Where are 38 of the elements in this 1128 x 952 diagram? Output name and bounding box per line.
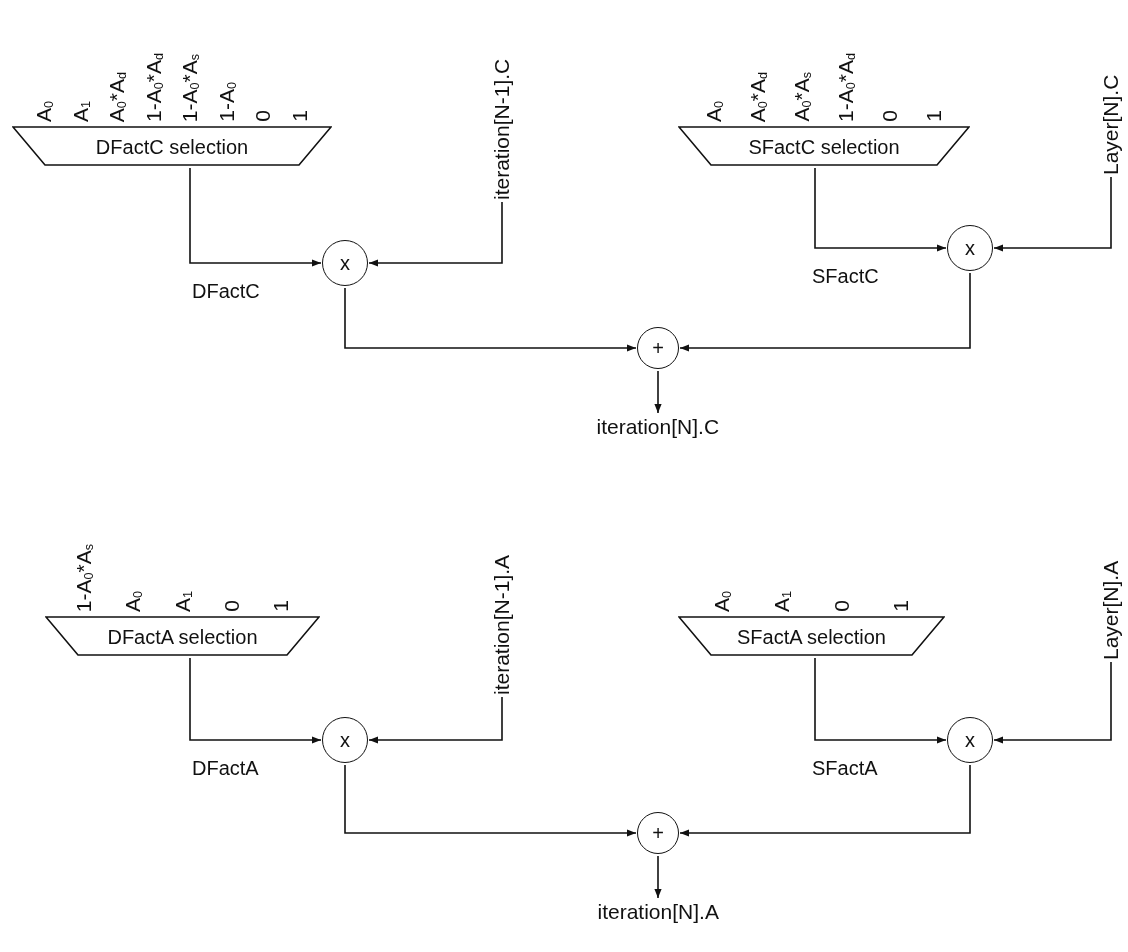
input-label: 0	[878, 110, 903, 122]
arrow	[654, 370, 662, 414]
input-label: 1	[889, 600, 914, 612]
arrow	[814, 657, 947, 744]
input-label: 0	[220, 600, 245, 612]
arrow	[344, 764, 637, 837]
signal-label: iteration[N-1].C	[490, 0, 514, 200]
operator-circle: x	[947, 225, 993, 271]
input-label: 0	[829, 600, 854, 612]
arrow	[189, 167, 322, 267]
signal-label: Layer[N].A	[1099, 520, 1123, 660]
arrow	[993, 661, 1112, 744]
signal-label: Layer[N].C	[1099, 0, 1123, 175]
arrow	[368, 696, 503, 744]
operator-circle: x	[947, 717, 993, 763]
signal-label: iteration[N].A	[597, 900, 719, 924]
selection-label: DFactC selection	[95, 136, 249, 159]
input-label: 1	[287, 110, 312, 122]
arrow	[679, 272, 971, 352]
arrow	[344, 287, 637, 352]
arrow	[993, 176, 1112, 252]
arrow	[814, 167, 947, 252]
arrow	[654, 855, 662, 899]
operator-circle: x	[322, 240, 368, 286]
input-label: 1	[269, 600, 294, 612]
input-label: 1	[922, 110, 947, 122]
arrow	[368, 201, 503, 267]
operator-circle: x	[322, 717, 368, 763]
selection-label: SFactA selection	[737, 626, 886, 649]
input-label: 0	[251, 110, 276, 122]
operator-circle: +	[637, 327, 679, 369]
operator-circle: +	[637, 812, 679, 854]
signal-label: iteration[N].C	[596, 415, 720, 439]
arrow	[189, 657, 322, 744]
signal-label: iteration[N-1].A	[490, 495, 514, 695]
selection-label: SFactC selection	[748, 136, 900, 159]
arrow	[679, 764, 971, 837]
selection-label: DFactA selection	[107, 626, 258, 649]
